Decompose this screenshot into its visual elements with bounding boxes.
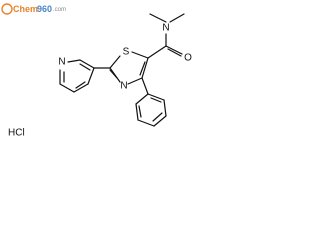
bond	[147, 45, 167, 59]
bond	[138, 105, 142, 118]
bond	[169, 13, 185, 23]
pyridine-nitrogen-label: N	[58, 57, 65, 68]
bond	[109, 69, 118, 79]
amide-oxygen-label: O	[184, 53, 192, 64]
bond	[109, 55, 121, 69]
bond	[75, 81, 86, 89]
watermark-logo: Chem 960 .com	[1, 3, 66, 15]
bond	[87, 67, 95, 85]
bond	[59, 83, 75, 93]
bond	[165, 45, 183, 55]
bond	[139, 61, 146, 76]
watermark-number: 960	[37, 4, 52, 14]
salt-label: HCl	[8, 128, 25, 139]
bond	[135, 93, 149, 105]
watermark-chem: Chem	[13, 4, 38, 14]
bond	[79, 63, 91, 71]
thiazole-sulfur-label: S	[123, 47, 130, 58]
bond	[163, 99, 167, 117]
bond	[150, 97, 162, 103]
bond	[147, 93, 165, 101]
logo-ring-icon	[1, 3, 13, 15]
bond	[131, 51, 149, 59]
pyridine-ring	[59, 59, 95, 93]
bond	[79, 59, 95, 69]
bond	[167, 48, 182, 57]
bond	[127, 77, 143, 85]
molecule-drawing: Chem 960 .com N	[1, 3, 192, 139]
amide-nitrogen-label: N	[162, 23, 169, 34]
bond	[137, 119, 155, 127]
thiazole-nitrogen-label: N	[120, 81, 127, 92]
watermark-domain: .com	[53, 7, 66, 13]
bond	[135, 103, 139, 121]
structure-canvas: Chem 960 .com N	[0, 0, 242, 150]
bond	[149, 13, 167, 23]
bond	[73, 83, 89, 93]
bond	[67, 59, 81, 63]
bond	[153, 115, 167, 127]
amide-group	[147, 13, 185, 59]
bond	[152, 112, 163, 122]
bond	[141, 57, 149, 79]
phenyl-ring	[135, 93, 167, 127]
thiazole-ring	[109, 51, 149, 85]
bond	[141, 77, 149, 95]
